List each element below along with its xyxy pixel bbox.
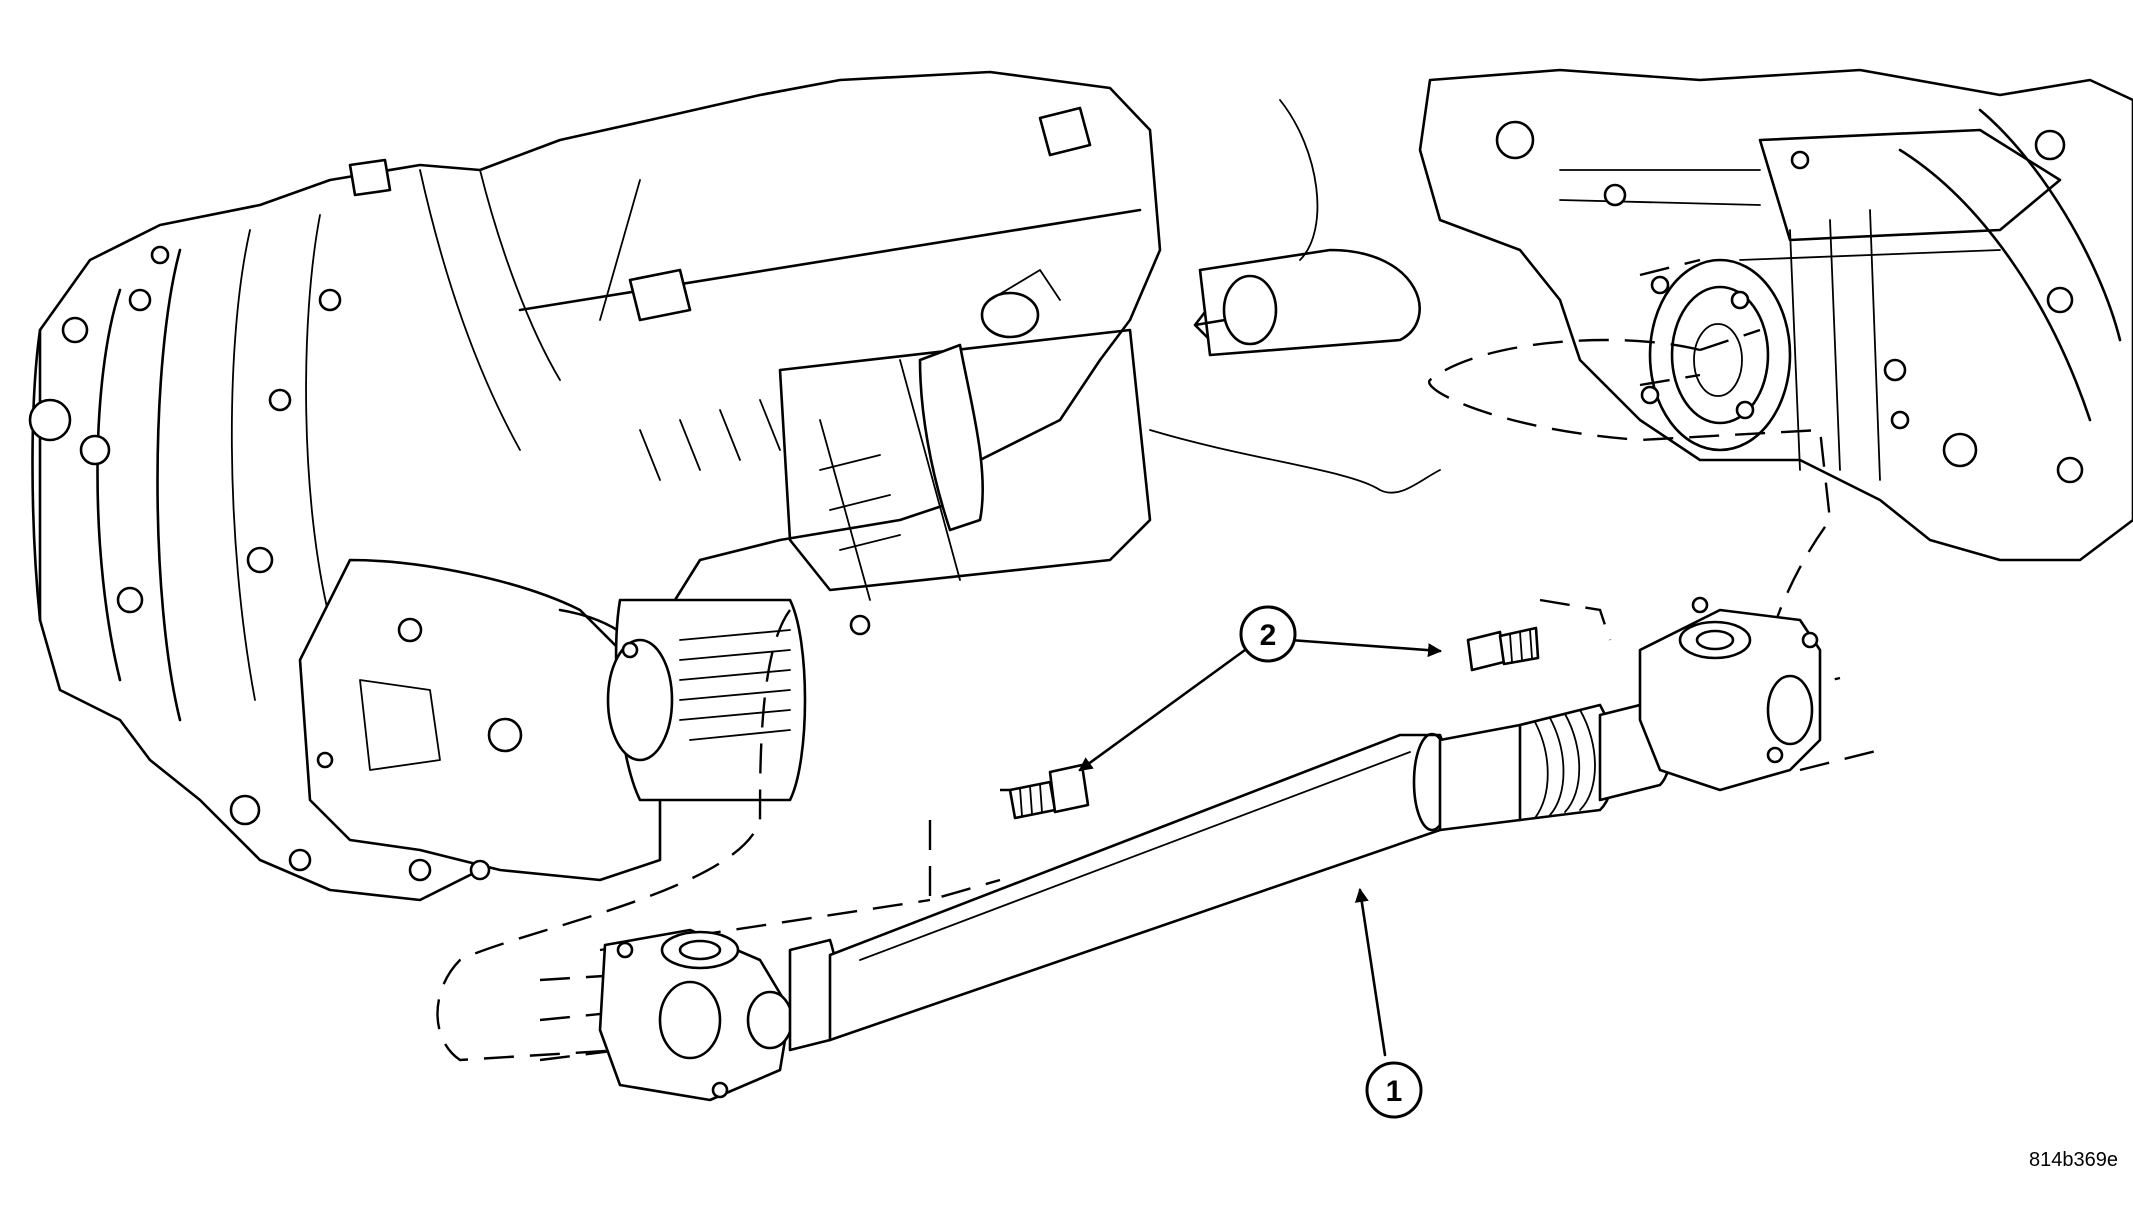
callout-leaders xyxy=(1078,638,1442,1057)
callout-1: 1 xyxy=(1365,1061,1423,1119)
front-axle-assembly xyxy=(1418,68,2133,562)
transmission-assembly xyxy=(28,70,1441,902)
flange-bolts xyxy=(1008,626,1540,820)
front-drive-shaft xyxy=(598,596,1822,1102)
bolt-upper xyxy=(1466,626,1540,672)
callout-2: 2 xyxy=(1239,605,1297,663)
bolt-lower xyxy=(1008,763,1090,820)
callout-1-circle xyxy=(1365,1061,1423,1119)
callout-2-number: 2 xyxy=(1260,619,1277,652)
callout-2-circle xyxy=(1239,605,1297,663)
figure-code: 814b369e xyxy=(2029,1149,2118,1171)
callout-1-number: 1 xyxy=(1386,1075,1403,1108)
